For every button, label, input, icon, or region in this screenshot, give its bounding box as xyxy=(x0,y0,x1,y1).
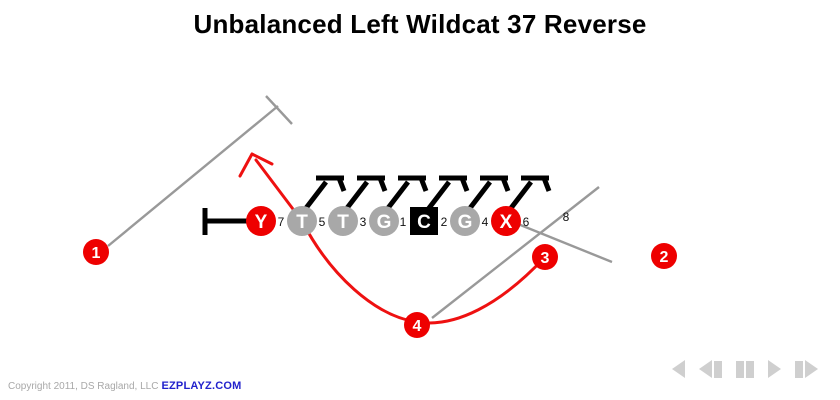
playback-controls xyxy=(672,360,818,378)
block-tick-4 xyxy=(459,177,470,192)
step-marker-3-circle[interactable] xyxy=(532,244,558,270)
motion-line-player-3 xyxy=(431,186,600,319)
motion-line-player-1 xyxy=(107,105,279,247)
block-tick-2 xyxy=(377,177,388,192)
player-y-1-circle xyxy=(246,206,276,236)
step-marker-1-label: 1 xyxy=(92,245,101,262)
step-marker-4-circle[interactable] xyxy=(404,312,430,338)
reverse-route-path xyxy=(254,158,547,325)
step-marker-2-circle[interactable] xyxy=(651,243,677,269)
player-y-1-label: Y xyxy=(255,212,268,233)
gap-number-7-1: 7 xyxy=(278,215,285,229)
step-back-button[interactable] xyxy=(699,360,722,378)
pause-icon xyxy=(736,360,744,378)
pause-button[interactable] xyxy=(736,360,754,378)
copyright-text: Copyright 2011, DS Ragland, LLC xyxy=(8,381,159,392)
gap-number-1-4: 1 xyxy=(400,215,407,229)
step-forward-icon xyxy=(805,360,818,378)
play-button[interactable] xyxy=(768,360,781,378)
brand-link[interactable]: EZPLAYZ.COM xyxy=(161,380,242,392)
gap-numbers-group: 7 5 3 1 2 4 6 8 xyxy=(278,210,570,229)
reverse-route-arrowhead xyxy=(238,152,274,178)
step-marker-1-circle[interactable] xyxy=(83,239,109,265)
gap-number-3-3: 3 xyxy=(360,215,367,229)
gap-number-6-7: 6 xyxy=(523,215,530,229)
gap-number-8-8: 8 xyxy=(563,210,570,224)
pause-icon-second xyxy=(746,360,754,378)
player-t-3-label: T xyxy=(337,212,349,233)
step-back-bar-icon xyxy=(714,360,722,378)
block-stem-6 xyxy=(506,180,533,214)
gap-number-2-5: 2 xyxy=(441,215,448,229)
player-x-7-circle xyxy=(491,206,521,236)
block-tick-3 xyxy=(418,177,429,192)
rewind-icon xyxy=(672,360,685,378)
motion-line-1-endcap xyxy=(265,95,293,125)
player-c-5-label: C xyxy=(417,212,431,233)
player-c-5-box xyxy=(410,207,438,235)
page-title: Unbalanced Left Wildcat 37 Reverse xyxy=(193,9,647,39)
step-marker-2-label: 2 xyxy=(660,249,669,266)
step-back-icon xyxy=(699,360,712,378)
play-icon xyxy=(768,360,781,378)
motion-line-player-2 xyxy=(512,220,613,264)
player-g-6-circle xyxy=(450,206,480,236)
step-marker-4-label: 4 xyxy=(413,318,422,335)
player-t-3-circle xyxy=(328,206,358,236)
rewind-button[interactable] xyxy=(672,360,685,378)
player-t-2-circle xyxy=(287,206,317,236)
block-tick-6 xyxy=(541,177,552,192)
step-markers-group: 1 2 3 4 xyxy=(83,239,677,338)
step-forward-button[interactable] xyxy=(795,360,818,378)
block-tick-5 xyxy=(500,177,511,192)
player-g-4-label: G xyxy=(377,212,392,233)
player-x-7-label: X xyxy=(500,212,513,233)
block-tick-1 xyxy=(336,177,347,192)
block-stem-5 xyxy=(465,180,492,214)
step-marker-3-label: 3 xyxy=(541,250,550,267)
step-forward-bar-icon xyxy=(795,360,803,378)
gap-number-5-2: 5 xyxy=(319,215,326,229)
gap-number-4-6: 4 xyxy=(482,215,489,229)
player-t-2-label: T xyxy=(296,212,308,233)
player-g-4-circle xyxy=(369,206,399,236)
motion-lines-group xyxy=(107,95,613,319)
player-g-6-label: G xyxy=(458,212,473,233)
